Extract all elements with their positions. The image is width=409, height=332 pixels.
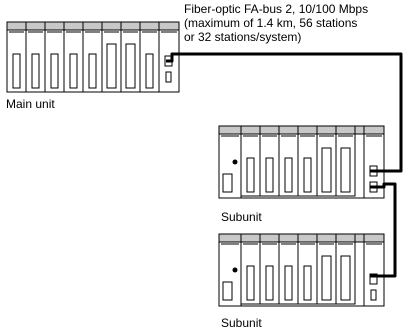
subunit-2-rack	[218, 233, 385, 307]
subunit-2-label: Subunit	[221, 316, 262, 330]
main-unit-label: Main unit	[6, 97, 55, 111]
fiber-optic-cable	[166, 52, 403, 278]
subunit-1-rack	[218, 125, 385, 199]
main-unit-rack	[6, 21, 180, 93]
fiber-bus-caption-line-2: (maximum of 1.4 km, 56 stations	[184, 16, 358, 30]
subunit-1-label: Subunit	[221, 210, 262, 224]
fiber-bus-caption-line-3: or 32 stations/system)	[184, 30, 302, 44]
fiber-bus-caption-line-1: Fiber-optic FA-bus 2, 10/100 Mbps	[184, 2, 369, 16]
